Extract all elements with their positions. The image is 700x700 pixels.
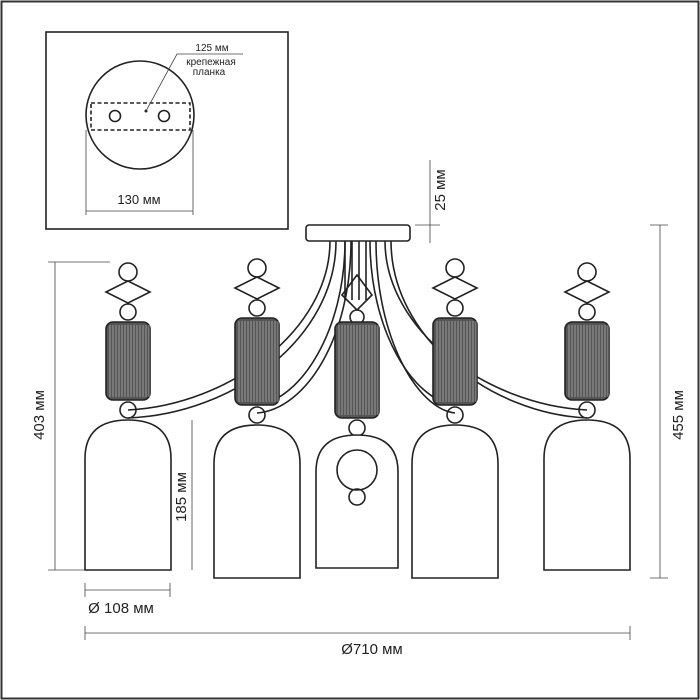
bead [446, 406, 464, 424]
arm [256, 240, 352, 414]
crystal [104, 280, 152, 304]
total-diameter-label: Ø710 мм [341, 641, 403, 658]
bead [348, 419, 366, 437]
shade-height-label: 185 мм [173, 472, 190, 522]
crystal [431, 276, 479, 300]
leader-line [145, 53, 243, 112]
arm [127, 240, 337, 419]
dimensions: 25 мм 455 мм 403 мм 185 мм Ø 108 мм Ø710… [31, 160, 687, 658]
mount-hole-left [108, 109, 122, 123]
bar-label-1: крепежная [186, 57, 236, 68]
glass-shade [315, 434, 399, 569]
canopy-height-label: 25 мм [432, 169, 449, 210]
bead [119, 401, 137, 419]
inner-ring [336, 449, 378, 491]
top-bead [445, 258, 465, 278]
canopy-diameter-label: 130 мм [117, 192, 160, 207]
top-bead [577, 262, 597, 282]
arm [375, 240, 456, 414]
total-height-label: 455 мм [670, 390, 687, 440]
lamp [84, 262, 172, 571]
glass-shade [84, 419, 172, 571]
bead [248, 299, 266, 317]
bead [578, 401, 596, 419]
glass-shade [411, 424, 499, 579]
top-bead [247, 258, 267, 278]
lamps [84, 258, 631, 579]
bead [578, 303, 596, 321]
crystal [563, 280, 611, 304]
mounting-bar [90, 102, 191, 131]
bar-length-label: 125 мм [195, 43, 228, 54]
lamp [543, 262, 631, 571]
bar-label-2: планка [193, 67, 226, 78]
shade-diameter-label: Ø 108 мм [88, 600, 154, 617]
lamp [213, 258, 301, 579]
bead [446, 299, 464, 317]
lamp [411, 258, 499, 579]
canopy-inset: 125 мм крепежная планка 130 мм [45, 31, 289, 230]
arm [127, 240, 331, 411]
bead [248, 406, 266, 424]
canopy-circle [85, 60, 195, 170]
glass-shade [213, 424, 301, 579]
crystal [340, 273, 374, 312]
top-bead [118, 262, 138, 282]
inner-bead [348, 488, 366, 506]
mount-hole-right [157, 109, 171, 123]
bead [119, 303, 137, 321]
lamp [315, 273, 399, 569]
arm-height-label: 403 мм [31, 390, 48, 440]
inset-frame [45, 31, 289, 230]
crystal [233, 276, 281, 300]
canopy [305, 224, 411, 242]
glass-shade [543, 419, 631, 571]
